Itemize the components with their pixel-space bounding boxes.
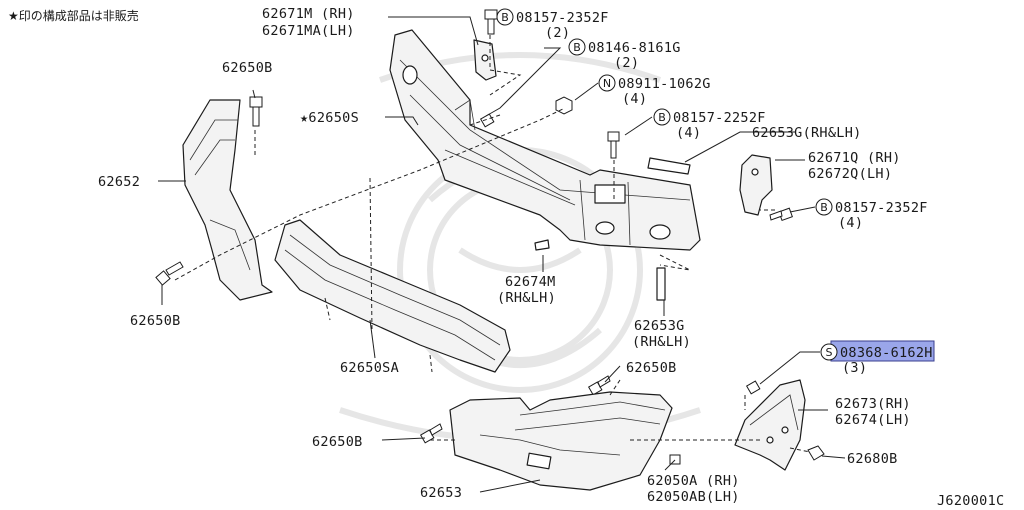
label-08157-2352f-top-qty: (2): [545, 25, 570, 41]
label-62650b-bottom: 62650B: [312, 434, 363, 450]
nut-08911-icon: [555, 96, 573, 115]
label-62653: 62653: [420, 485, 462, 501]
bolt-08146-icon: [479, 113, 495, 128]
strip-62653g-top: [647, 157, 691, 175]
label-62672q: 62672Q(LH): [808, 166, 892, 182]
label-08911-1062g: 08911-1062G: [618, 76, 711, 92]
s-symbol-text: S: [826, 346, 833, 359]
label-62680b: 62680B: [847, 451, 898, 467]
label-62674: 62674(LH): [835, 412, 911, 428]
callout-labels: 62671M (RH) 62671MA(LH) B 08157-2352F (2…: [98, 6, 1004, 509]
label-62050a: 62050A (RH): [647, 473, 740, 489]
label-08911-1062g-qty: (4): [622, 91, 647, 107]
bolt-08157-top-icon: [484, 9, 498, 35]
non-sale-note: ★印の構成部品は非販売: [8, 8, 139, 23]
bolt-08157-right-icon: [769, 207, 793, 222]
n-symbol-icon: [598, 74, 616, 92]
bolt-08368-icon: [745, 380, 761, 395]
label-08157-2252f-qty: (4): [676, 125, 701, 141]
absorber-62650sa: [274, 219, 511, 373]
bolt-62650b-mid-icon: [587, 375, 611, 396]
bolt-62050a-icon: [669, 454, 681, 465]
b-symbol-text: B: [501, 11, 509, 24]
diagram-code: J620001C: [937, 493, 1004, 509]
leader-lines: [158, 16, 846, 493]
label-62650b-left: 62650B: [130, 313, 181, 329]
label-62650b-mid: 62650B: [626, 360, 677, 376]
label-62674m: 62674M: [505, 274, 556, 290]
bolt-62650b-top-icon: [249, 96, 263, 127]
b-symbol-icon: [568, 38, 586, 56]
n-symbol-text: N: [603, 77, 611, 90]
label-62653g-mid: 62653G: [634, 318, 685, 334]
bolt-08157-2252f-icon: [607, 131, 620, 159]
bracket-62673: [734, 379, 806, 471]
b-symbol-icon: [653, 108, 671, 126]
s-symbol-icon: [820, 343, 838, 361]
assembly-lines: [174, 35, 811, 453]
label-62653g-mid-sub: (RH&LH): [632, 334, 691, 350]
reinforcement-62650s: [389, 29, 701, 251]
label-08368-6162h[interactable]: 08368-6162H: [840, 345, 933, 361]
b-symbol-text: B: [820, 201, 828, 214]
label-62650sa: 62650SA: [340, 360, 399, 376]
label-08368-6162h-qty: (3): [842, 360, 867, 376]
label-62671m: 62671M (RH): [262, 6, 355, 22]
bracket-62671m: [473, 39, 497, 81]
b-symbol-icon: [815, 198, 833, 216]
strip-62674m: [534, 239, 550, 251]
label-08157-2352f-top: 08157-2352F: [516, 10, 609, 26]
label-62653g-top: 62653G(RH&LH): [752, 125, 862, 141]
label-62673: 62673(RH): [835, 396, 911, 412]
b-symbol-icon: [496, 8, 514, 26]
label-08146-8161g-qty: (2): [614, 55, 639, 71]
label-62650b-top: 62650B: [222, 60, 273, 76]
bolt-62650b-left-icon: [155, 261, 184, 286]
clip-62680b-icon: [807, 445, 825, 461]
bumper-cover-62653: [449, 391, 673, 491]
label-62650s: ★62650S: [300, 110, 359, 126]
b-symbol-text: B: [658, 111, 666, 124]
label-62671ma: 62671MA(LH): [262, 23, 355, 39]
label-08157-2352f-right: 08157-2352F: [835, 200, 928, 216]
fascia-upper-62652: [182, 99, 273, 301]
strip-62653g-mid: [656, 267, 666, 301]
bracket-62671q: [739, 154, 773, 216]
label-08157-2352f-right-qty: (4): [838, 215, 863, 231]
label-08157-2252f: 08157-2252F: [673, 110, 766, 126]
label-62652: 62652: [98, 174, 140, 190]
label-62674m-sub: (RH&LH): [497, 290, 556, 306]
label-08146-8161g: 08146-8161G: [588, 40, 681, 56]
b-symbol-text: B: [573, 41, 581, 54]
label-62671q: 62671Q (RH): [808, 150, 901, 166]
label-62050ab: 62050AB(LH): [647, 489, 740, 505]
